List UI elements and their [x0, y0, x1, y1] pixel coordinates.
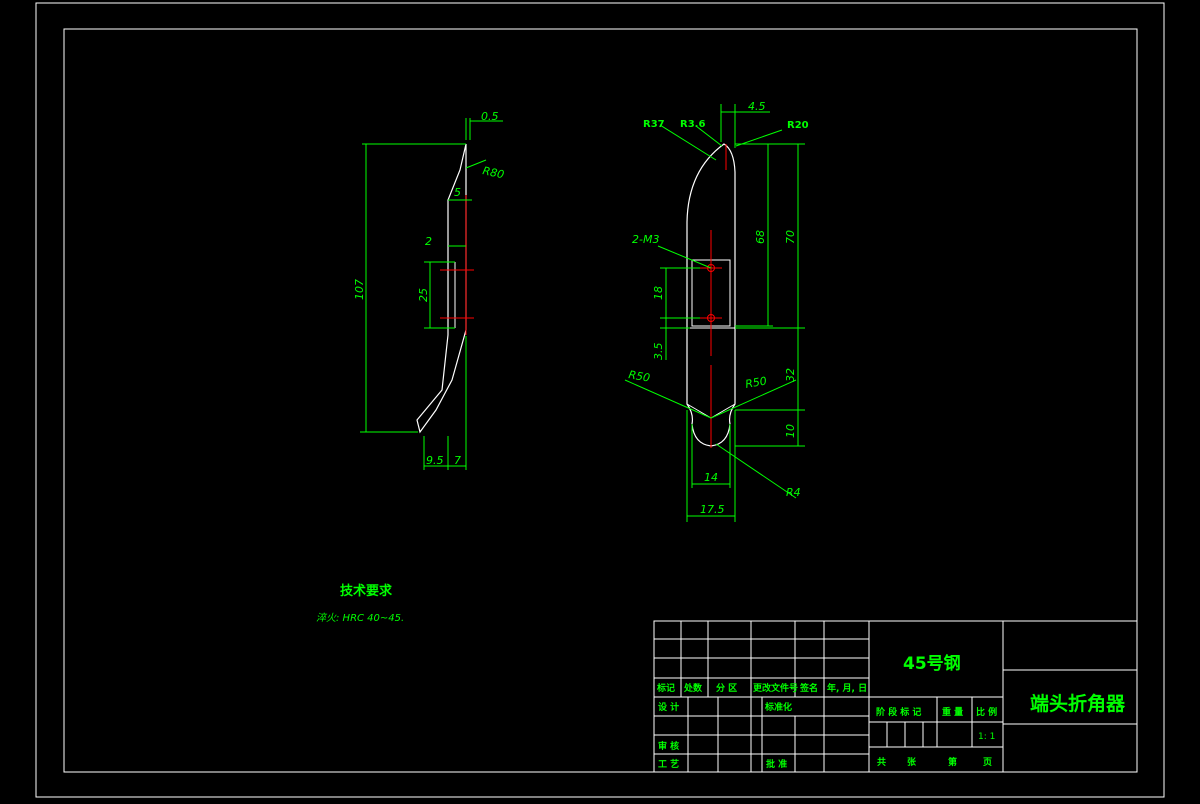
side-dimension-lines [360, 118, 503, 470]
label-radius-r4: R4 [786, 486, 801, 499]
dim-bottom-offset-a: 9.5 [426, 454, 444, 467]
label-width-175: 17.5 [700, 503, 725, 516]
label-radius-r37: R37 [643, 119, 665, 130]
rev-header-doc-no: 更改文件号 [753, 682, 798, 694]
label-hole-callout: 2-M3 [632, 233, 659, 246]
sign-label-review: 审 核 [658, 740, 679, 752]
material-name: 45号钢 [903, 653, 961, 674]
label-height-10: 10 [784, 424, 797, 438]
rev-header-signature: 签名 [799, 682, 818, 694]
label-height-70: 70 [784, 230, 797, 244]
dim-step-width: 5 [454, 186, 461, 199]
label-hole-spacing: 18 [652, 286, 665, 300]
dim-overall-height: 107 [353, 279, 366, 300]
dim-slot-depth: 2 [425, 235, 432, 248]
dim-radius-main: R80 [481, 164, 505, 181]
label-width-14: 14 [704, 471, 718, 484]
front-view: R37 R3.6 R20 4.5 2-M3 68 70 18 3.5 32 R5… [624, 100, 809, 522]
label-height-32: 32 [784, 368, 797, 382]
dim-bottom-offset-b: 7 [454, 454, 461, 467]
dim-slot-height: 25 [417, 288, 430, 302]
outer-sheet-border [35, 2, 1165, 798]
label-tip-width: 4.5 [748, 100, 766, 113]
side-view-outline [416, 143, 467, 434]
tech-requirements-title: 技术要求 [340, 583, 393, 599]
sign-label-approve: 批 准 [766, 758, 787, 770]
label-radius-left: R50 [627, 368, 651, 385]
rev-header-mark: 标记 [656, 682, 675, 694]
side-view: 0.5 R80 5 2 25 107 9.5 7 [353, 110, 505, 470]
title-block-grid [653, 620, 1138, 773]
sheet-footer-page: 页 [983, 757, 992, 768]
front-chamfer-left [686, 403, 712, 419]
front-dimension-lines [624, 104, 805, 522]
sheet-footer-sheets: 张 [907, 756, 917, 768]
scale-value: 1: 1 [978, 732, 995, 742]
label-radius-r36: R3.6 [680, 119, 705, 130]
label-height-68: 68 [754, 230, 767, 244]
title-block: 标记 处数 分 区 更改文件号 签名 年, 月, 日 设 计 标准化 审 核 工… [653, 620, 1138, 773]
sign-label-design: 设 计 [658, 701, 679, 713]
front-centerlines [700, 144, 727, 448]
sign-label-process: 工 艺 [658, 758, 679, 770]
rev-header-zone: 分 区 [716, 682, 737, 694]
inner-drawing-frame [63, 28, 1138, 773]
dim-top-offset: 0.5 [481, 110, 499, 123]
rev-header-date: 年, 月, 日 [827, 682, 867, 694]
label-offset-35: 3.5 [652, 343, 665, 361]
stage-header-scale: 比 例 [976, 706, 997, 718]
sheet-footer-no: 第 [948, 756, 957, 768]
stage-header-weight: 重 量 [942, 706, 963, 718]
sheet-footer-total: 共 [877, 756, 886, 768]
label-radius-right: R50 [744, 374, 768, 391]
sign-label-standardize: 标准化 [764, 701, 792, 713]
rev-header-count: 处数 [683, 682, 703, 694]
part-name: 端头折角器 [1030, 692, 1126, 715]
tech-requirements-note: 淬火: HRC 40~45. [316, 612, 404, 624]
label-radius-r20: R20 [787, 120, 809, 131]
stage-header-mark: 阶 段 标 记 [876, 706, 921, 718]
